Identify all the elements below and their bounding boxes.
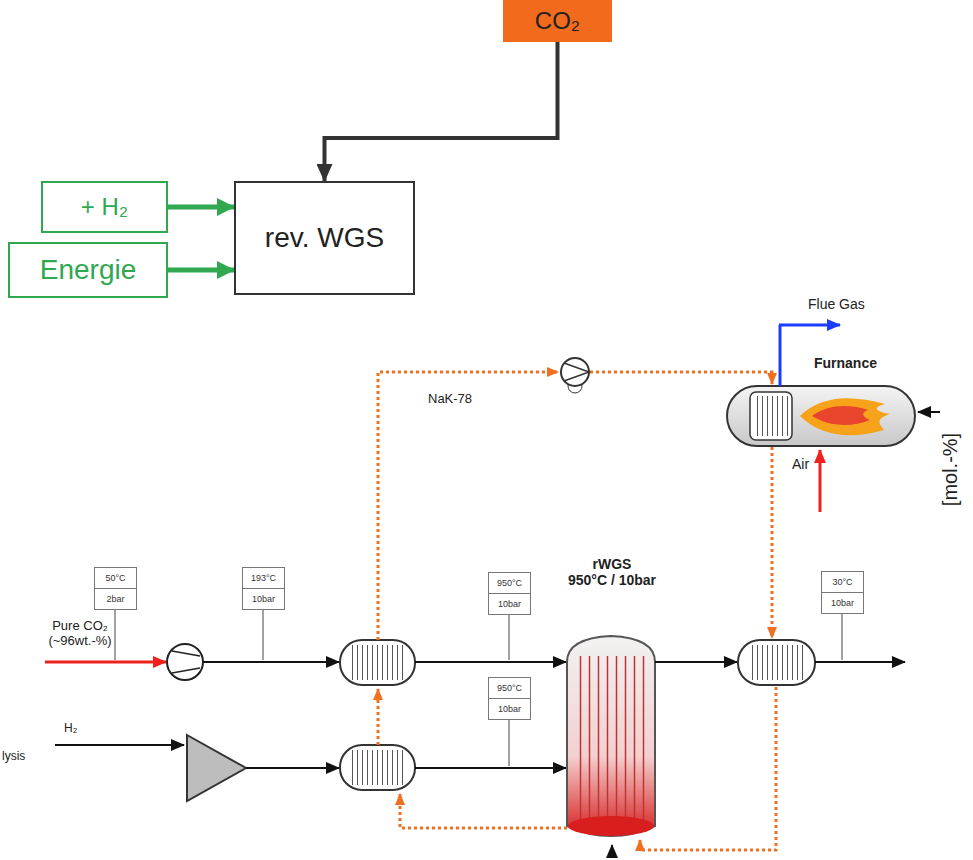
source-box: CO₂ <box>503 0 612 42</box>
tag-value: 950°C <box>489 678 530 699</box>
loop-label: NaK-78 <box>428 392 472 407</box>
tag-value: 950°C <box>489 573 530 594</box>
tag-value: 50°C <box>95 568 136 589</box>
process-box: rev. WGS <box>234 181 415 295</box>
flow-arrow <box>168 268 234 273</box>
tag-value: 10bar <box>822 593 863 613</box>
node-text: + H₂ <box>81 193 128 221</box>
stream-tag: 950°C10bar <box>488 677 531 720</box>
tag-value: 193°C <box>243 568 284 589</box>
feed-label: H₂ <box>64 722 77 736</box>
tag-value: 10bar <box>243 589 284 609</box>
stream-tag: 193°C10bar <box>242 567 285 610</box>
node-text: rev. WGS <box>265 222 384 254</box>
feed-label: Pure CO₂ (~96wt.-%) <box>38 619 122 649</box>
node-text: 950°C / 10bar <box>568 572 656 588</box>
reactor-unit: rWGS950°C / 10bar <box>560 556 665 840</box>
stream-label: Flue Gas <box>808 296 865 312</box>
stream-label: Air <box>792 456 809 472</box>
stream-tag: 950°C10bar <box>488 572 531 615</box>
tag-value: 10bar <box>489 594 530 614</box>
axis-label: [mol.-%] <box>939 425 962 515</box>
tag-value: 2bar <box>95 589 136 609</box>
node-text: Furnance <box>814 355 877 371</box>
stream-tag: 30°C10bar <box>821 571 864 614</box>
flow-arrow <box>168 205 234 210</box>
flow-arrow <box>325 42 558 181</box>
node-text: rWGS <box>593 556 632 572</box>
stream-tag: 50°C2bar <box>94 567 137 610</box>
input-box: Energie <box>8 242 168 298</box>
input-box: + H₂ <box>41 181 168 233</box>
feed-label: lysis <box>2 750 25 764</box>
furnace-unit: Furnance <box>727 355 915 446</box>
tag-value: 30°C <box>822 572 863 593</box>
tag-value: 10bar <box>489 699 530 719</box>
node-text: Energie <box>40 254 137 286</box>
node-text: CO₂ <box>535 7 580 35</box>
